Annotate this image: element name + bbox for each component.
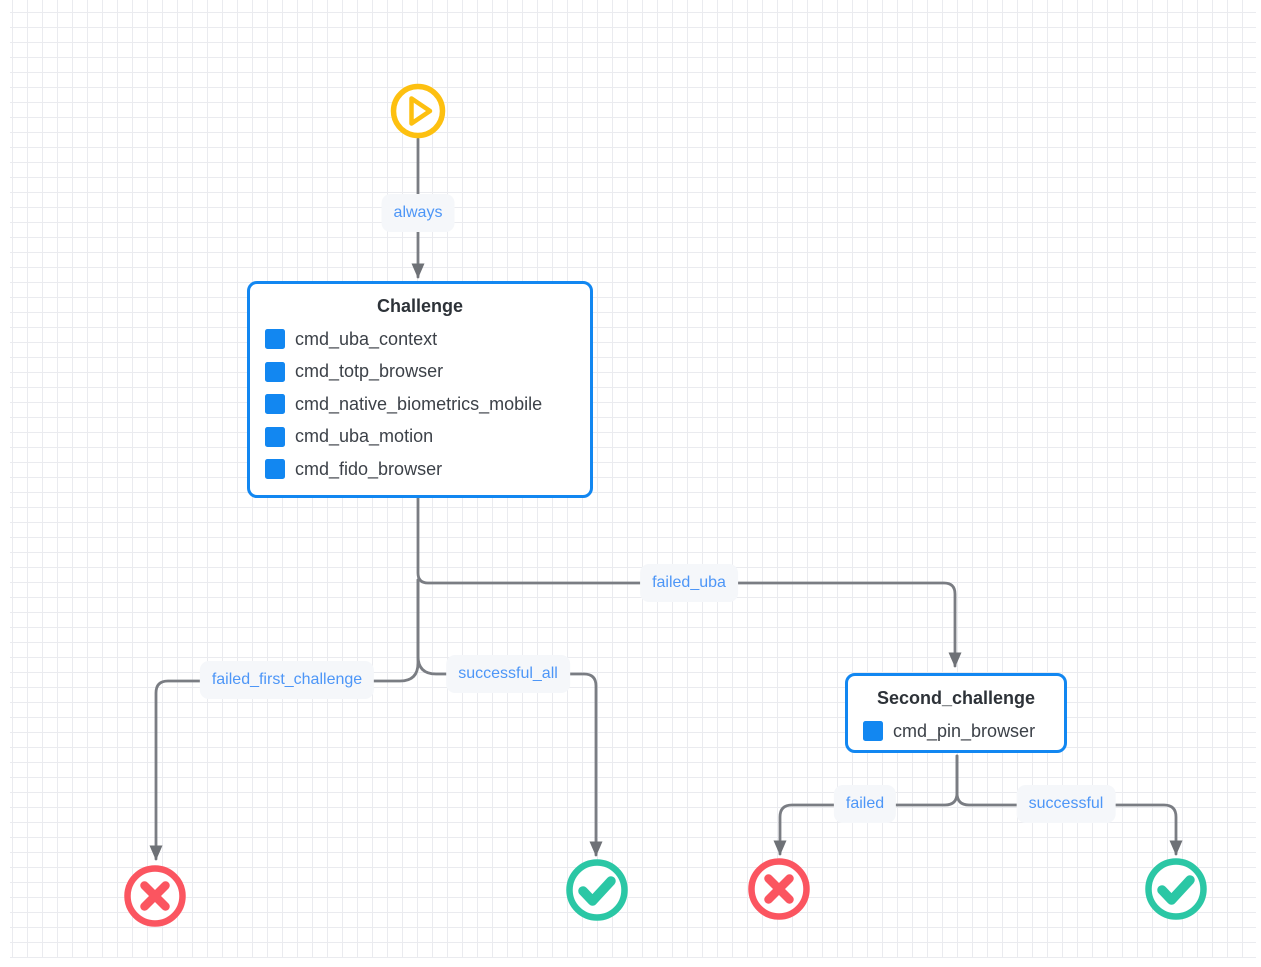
node-title: Challenge [376,296,464,316]
check-circle-icon [566,859,628,921]
node-item-label: cmd_native_biometrics_mobile [295,393,543,414]
edge-label-failed-first-challenge[interactable]: failed_first_challenge [199,661,375,699]
edge-failed-first-challenge[interactable] [149,578,420,861]
terminal-success-right[interactable] [1143,856,1209,922]
node-item-label: cmd_totp_browser [295,361,444,382]
check-circle-icon [1145,858,1207,920]
command-square-icon [265,329,285,350]
node-second-challenge[interactable]: Second_challenge cmd_pin_browser [845,673,1067,753]
command-square-icon [265,459,285,480]
node-title: Second_challenge [876,688,1036,708]
edge-label-failed-uba[interactable]: failed_uba [640,564,738,602]
node-item-label: cmd_fido_browser [295,458,443,479]
edge-label-failed[interactable]: failed [833,785,897,823]
node-item-list: cmd_pin_browser [863,715,1064,748]
node-item-label: cmd_uba_context [295,328,438,349]
command-square-icon [265,394,285,415]
edge-label-successful[interactable]: successful [1016,785,1116,823]
command-square-icon [863,721,883,742]
edge-successful-all[interactable] [416,578,603,857]
terminal-failure-right[interactable] [746,856,812,922]
node-challenge[interactable]: Challenge cmd_uba_context cmd_totp_brows… [247,281,593,498]
play-icon [390,83,446,139]
node-item: cmd_uba_motion [265,421,590,454]
terminal-success-left[interactable] [564,857,630,923]
x-circle-icon [124,865,186,927]
command-square-icon [265,361,285,382]
terminal-failure-left[interactable] [122,863,188,929]
node-item: cmd_pin_browser [863,715,1064,748]
node-item: cmd_fido_browser [265,453,590,486]
x-circle-icon [748,858,810,920]
command-square-icon [265,426,285,447]
edge-label-always[interactable]: always [381,194,455,232]
node-item-label: cmd_uba_motion [295,426,434,447]
node-item: cmd_native_biometrics_mobile [265,388,590,421]
start-node[interactable] [388,81,448,141]
node-item-label: cmd_pin_browser [893,720,1036,741]
node-item-list: cmd_uba_context cmd_totp_browser cmd_nat… [265,323,590,486]
node-item: cmd_totp_browser [265,356,590,389]
node-item: cmd_uba_context [265,323,590,356]
edge-label-successful-all[interactable]: successful_all [446,655,570,693]
